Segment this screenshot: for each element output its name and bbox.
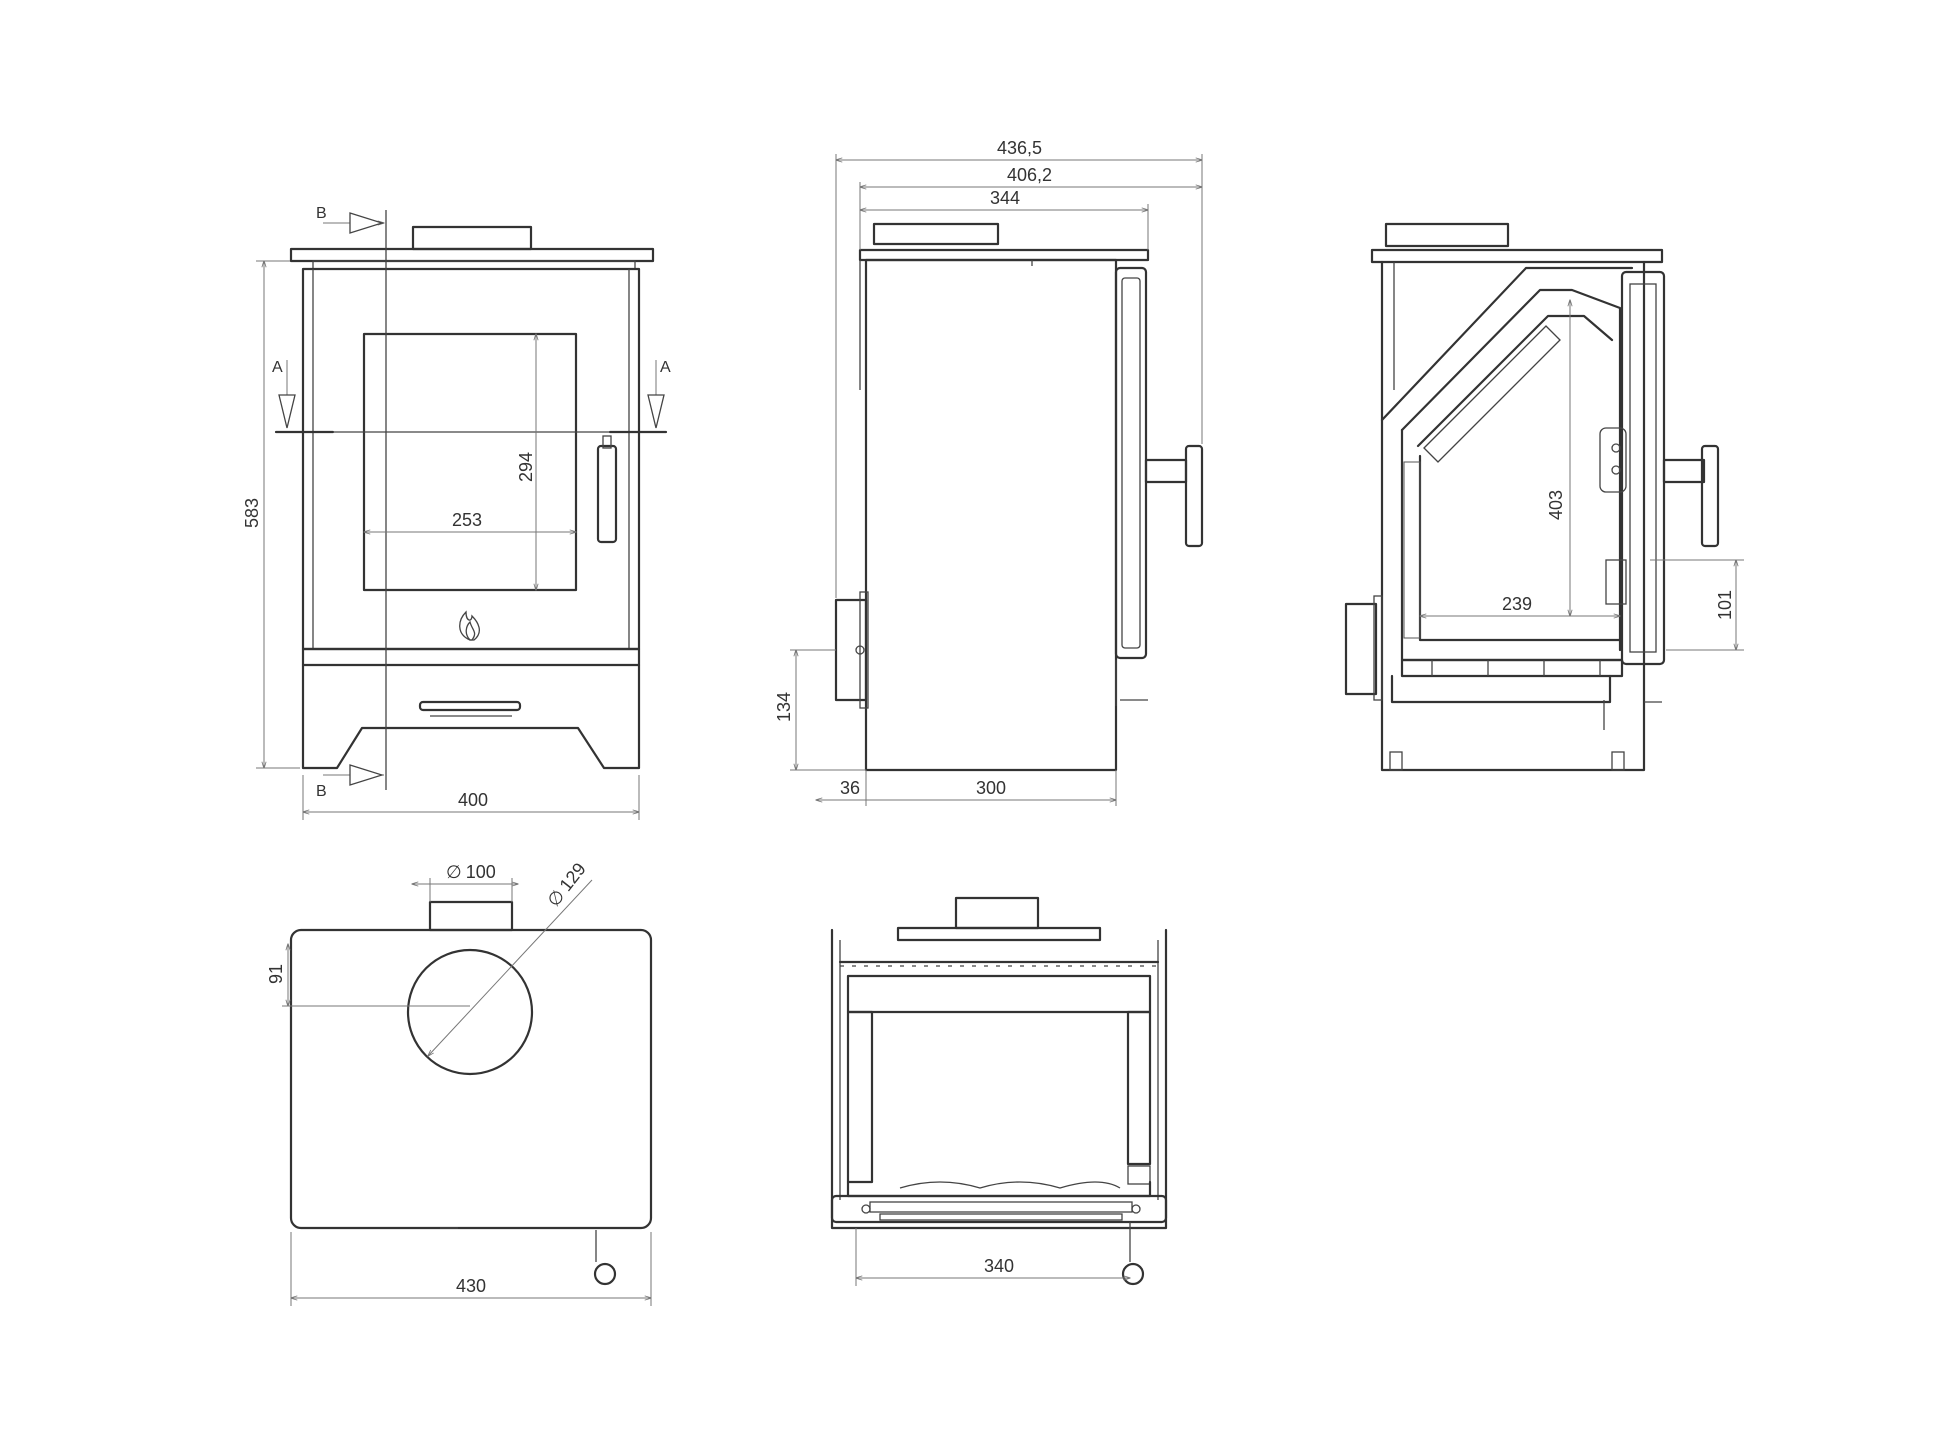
- top-plate: [289, 928, 653, 1230]
- side-top-plate: [858, 248, 1150, 262]
- top-handle-knob: [593, 1262, 617, 1286]
- section-outer-casing: [1380, 260, 1646, 772]
- plan-flue-collar: [954, 896, 1040, 930]
- section-grate: [1400, 658, 1624, 678]
- side-flue-collar: [872, 222, 1000, 246]
- plan-section-view: 340: [830, 896, 1168, 1286]
- side-body: [864, 258, 1118, 772]
- plan-right-firebrick: [1126, 1010, 1152, 1166]
- dim-depth-406-2: 406,2: [1007, 165, 1052, 185]
- dim-glass-width-253: 253: [452, 510, 482, 530]
- plan-handle-knob: [1121, 1262, 1145, 1286]
- dim-inlet-offset-36: 36: [840, 778, 860, 798]
- section-flue-collar: [1384, 222, 1510, 248]
- section-handle-grip: [1700, 444, 1720, 548]
- front-ash-divider: [301, 647, 641, 667]
- dim-flue-offset-91: 91: [266, 964, 286, 984]
- front-body: [301, 267, 641, 651]
- side-handle-grip: [1184, 444, 1204, 548]
- dim-base-depth-300: 300: [976, 778, 1006, 798]
- side-view: 436,5 406,2 344 134 36 300: [774, 138, 1204, 806]
- dim-height-583: 583: [242, 498, 262, 528]
- front-door-handle: [596, 444, 618, 544]
- section-view: 403 239 101: [1344, 222, 1744, 772]
- side-door: [1114, 266, 1148, 660]
- plan-left-firebrick: [846, 1010, 874, 1184]
- section-a-label-left: A: [272, 359, 283, 376]
- section-firebox-wall: [1400, 428, 1624, 662]
- dim-glass-height-294: 294: [516, 452, 536, 482]
- front-flue-collar: [411, 225, 533, 251]
- section-baffle-outer: [1380, 266, 1634, 422]
- front-view: B B A A 583 400 253 294: [242, 205, 671, 820]
- section-air-inlet: [1344, 602, 1378, 696]
- dim-depth-436-5: 436,5: [997, 138, 1042, 158]
- plan-top-rim: [896, 926, 1102, 942]
- front-base-legs: [301, 663, 641, 770]
- plan-outer-shell: [830, 928, 1168, 1230]
- plan-door: [830, 1194, 1168, 1224]
- front-top-plate: [289, 247, 655, 263]
- dim-flue-diameter-100: ∅100: [446, 862, 496, 882]
- top-view: ∅100 ∅129 91 430: [266, 859, 653, 1306]
- top-flue-opening: [406, 948, 534, 1076]
- front-top-rim: [312, 260, 636, 270]
- dim-depth-344: 344: [990, 188, 1020, 208]
- flame-logo-icon: [459, 610, 480, 641]
- dim-width-400: 400: [458, 790, 488, 810]
- plan-back-firebrick: [846, 974, 1152, 1014]
- section-handle-arm: [1662, 458, 1706, 484]
- top-flue-collar: [428, 900, 514, 932]
- section-b-label-bottom: B: [316, 783, 327, 800]
- section-top-plate: [1370, 248, 1664, 264]
- section-ash-pan: [1390, 674, 1612, 704]
- front-glass: [362, 332, 578, 592]
- section-firebox-top: [1400, 288, 1622, 652]
- dim-collar-diameter-129: ∅129: [543, 859, 589, 911]
- section-a-label-right: A: [660, 359, 671, 376]
- dim-inner-width-340: 340: [984, 1256, 1014, 1276]
- dim-firebox-height-403: 403: [1546, 490, 1566, 520]
- dim-firebox-depth-239: 239: [1502, 594, 1532, 614]
- dim-top-width-430: 430: [456, 1276, 486, 1296]
- section-b-label-top: B: [316, 205, 327, 222]
- front-ash-drawer-handle: [418, 700, 522, 712]
- side-air-inlet: [834, 598, 868, 702]
- dim-handle-height-101: 101: [1715, 590, 1735, 620]
- side-handle-arm: [1144, 458, 1188, 484]
- dim-inlet-height-134: 134: [774, 692, 794, 722]
